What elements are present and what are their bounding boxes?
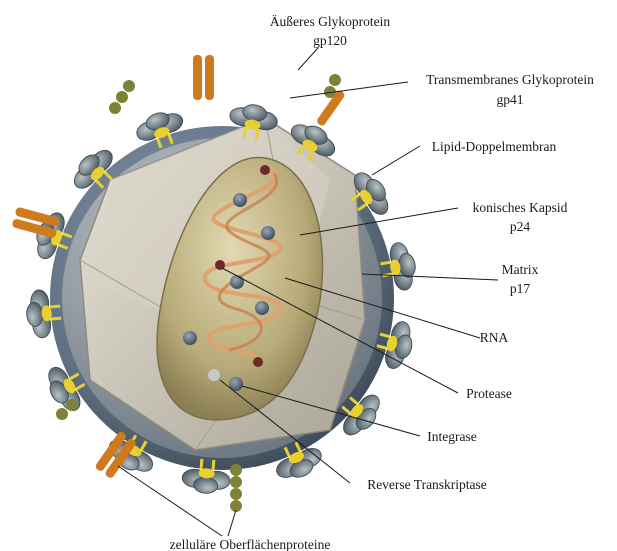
enzyme-particle	[255, 301, 269, 315]
host-protein-chain	[230, 464, 242, 512]
enzyme-particle	[230, 275, 244, 289]
enzyme-particle	[261, 226, 275, 240]
label-integrase: Integrase	[427, 429, 476, 444]
leader-gp41	[290, 82, 408, 98]
protease-particle	[253, 357, 263, 367]
label-conical-capsid-code: p24	[510, 219, 531, 234]
leader-lipid	[372, 146, 420, 175]
label-outer-glycoprotein-code: gp120	[313, 33, 347, 48]
label-transmembrane-glycoprotein-code: gp41	[497, 92, 524, 107]
leader-gp120	[298, 48, 318, 70]
host-protein	[193, 55, 214, 100]
label-outer-glycoprotein: Äußeres Glykoprotein	[270, 14, 391, 29]
label-matrix-code: p17	[510, 281, 531, 296]
label-matrix: Matrix	[502, 262, 539, 277]
host-protein-chain	[109, 80, 135, 114]
reverse-transcriptase-particle	[208, 369, 220, 381]
enzyme-particle	[183, 331, 197, 345]
label-cellular-surface-proteins: zelluläre Oberflächenproteine	[170, 537, 331, 551]
label-rna: RNA	[480, 330, 509, 345]
label-lipid-bilayer: Lipid-Doppelmembran	[432, 139, 557, 154]
leader-host-protein-2	[228, 510, 236, 536]
label-reverse-transcriptase: Reverse Transkriptase	[367, 477, 487, 492]
label-protease: Protease	[466, 386, 512, 401]
label-transmembrane-glycoprotein: Transmembranes Glykoprotein	[426, 72, 594, 87]
protease-particle	[260, 165, 270, 175]
label-conical-capsid: konisches Kapsid	[473, 200, 568, 215]
host-protein	[11, 207, 60, 239]
enzyme-particle	[233, 193, 247, 207]
